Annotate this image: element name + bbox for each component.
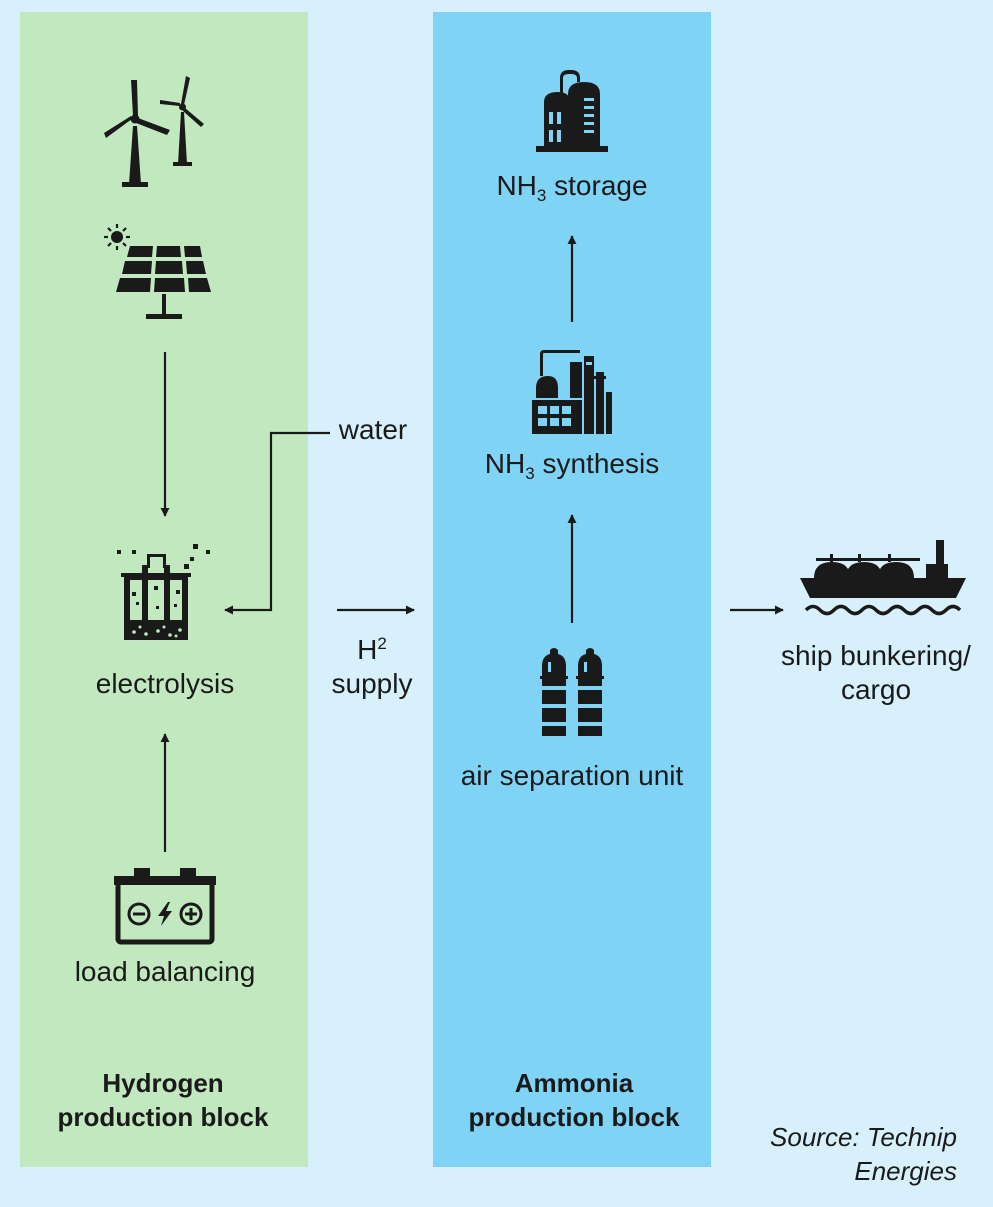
hydrogen-block-title: Hydrogen	[102, 1068, 224, 1098]
ammonia-plant-icon	[532, 350, 612, 434]
ammonia-block-subtitle: production block	[468, 1102, 680, 1132]
nh3-storage-text: storage	[546, 170, 648, 201]
nh3-synthesis-label: NH3 synthesis	[484, 448, 660, 483]
wind-turbines-icon	[104, 76, 204, 187]
source-line-1: Source: Technip	[770, 1122, 957, 1152]
electrolyzer-icon	[117, 544, 210, 640]
storage-tanks-icon	[536, 70, 608, 152]
arrow-water-to-electrolysis	[224, 431, 330, 615]
hydrogen-block-subtitle: production block	[57, 1102, 269, 1132]
h2-superscript: 2	[377, 634, 387, 653]
ammonia-block-title: Ammonia	[514, 1068, 634, 1098]
nh3-storage-subscript: 3	[536, 186, 547, 205]
nh3-storage-formula: NH	[496, 170, 537, 201]
source-line-2: Energies	[854, 1156, 957, 1186]
h2-label: H2	[357, 634, 387, 666]
h2-symbol: H	[357, 634, 378, 665]
solar-panel-icon	[104, 224, 211, 319]
ship-bunkering-label: ship bunkering/	[781, 640, 971, 671]
nh3-storage-label: NH3 storage	[496, 170, 648, 205]
nh3-synthesis-subscript: 3	[525, 464, 535, 483]
air-separation-label: air separation unit	[460, 760, 684, 791]
ship-icon	[800, 540, 966, 616]
cargo-label: cargo	[840, 674, 912, 705]
source-credit: Source: Technip Energies	[770, 1120, 957, 1188]
electrolysis-label: electrolysis	[95, 668, 235, 699]
air-separation-columns-icon	[540, 648, 604, 736]
nh3-synthesis-text: synthesis	[534, 448, 660, 479]
supply-label: supply	[331, 668, 413, 699]
nh3-synthesis-formula: NH	[484, 448, 526, 479]
battery-icon	[114, 868, 216, 945]
water-label: water	[338, 414, 408, 445]
load-balancing-label: load balancing	[74, 956, 256, 987]
